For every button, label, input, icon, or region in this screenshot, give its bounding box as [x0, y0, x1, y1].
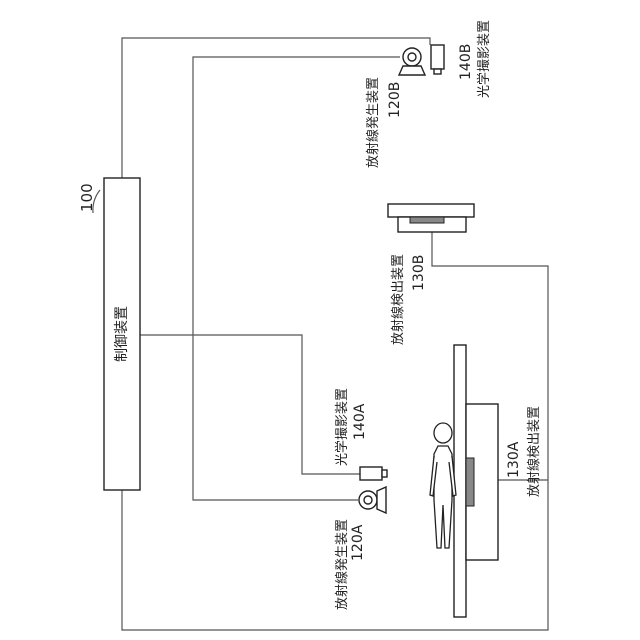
generator-b-ref: 120B: [387, 82, 403, 118]
camera-b-ref: 140B: [458, 44, 474, 80]
detector-a-ref: 130A: [506, 441, 522, 478]
patient-figure: [430, 423, 456, 548]
radiation-generator-a: [359, 487, 386, 513]
camera-a-label: 光学撮影装置: [334, 388, 350, 466]
optical-camera-b: [431, 45, 444, 74]
control-device-label: 制御装置: [114, 306, 130, 362]
radiation-generator-b: [399, 48, 425, 75]
wire-camera-a: [140, 335, 360, 474]
control-device-ref: 100: [78, 183, 96, 212]
generator-b-label: 放射線発生装置: [365, 77, 381, 168]
camera-a-ref: 140A: [352, 403, 368, 440]
patient-table: [454, 345, 466, 617]
radiation-detector-b: [388, 204, 474, 232]
generator-a-label: 放射線発生装置: [334, 519, 350, 610]
camera-b-label: 光学撮影装置: [476, 20, 492, 98]
radiation-detector-a: [466, 458, 474, 506]
optical-camera-a: [360, 467, 387, 480]
detector-b-label: 放射線検出装置: [390, 254, 406, 345]
detector-b-ref: 130B: [411, 255, 427, 291]
generator-a-ref: 120A: [350, 524, 366, 561]
wire-control-outer: [122, 38, 430, 178]
detector-a-label: 放射線検出装置: [526, 406, 542, 497]
